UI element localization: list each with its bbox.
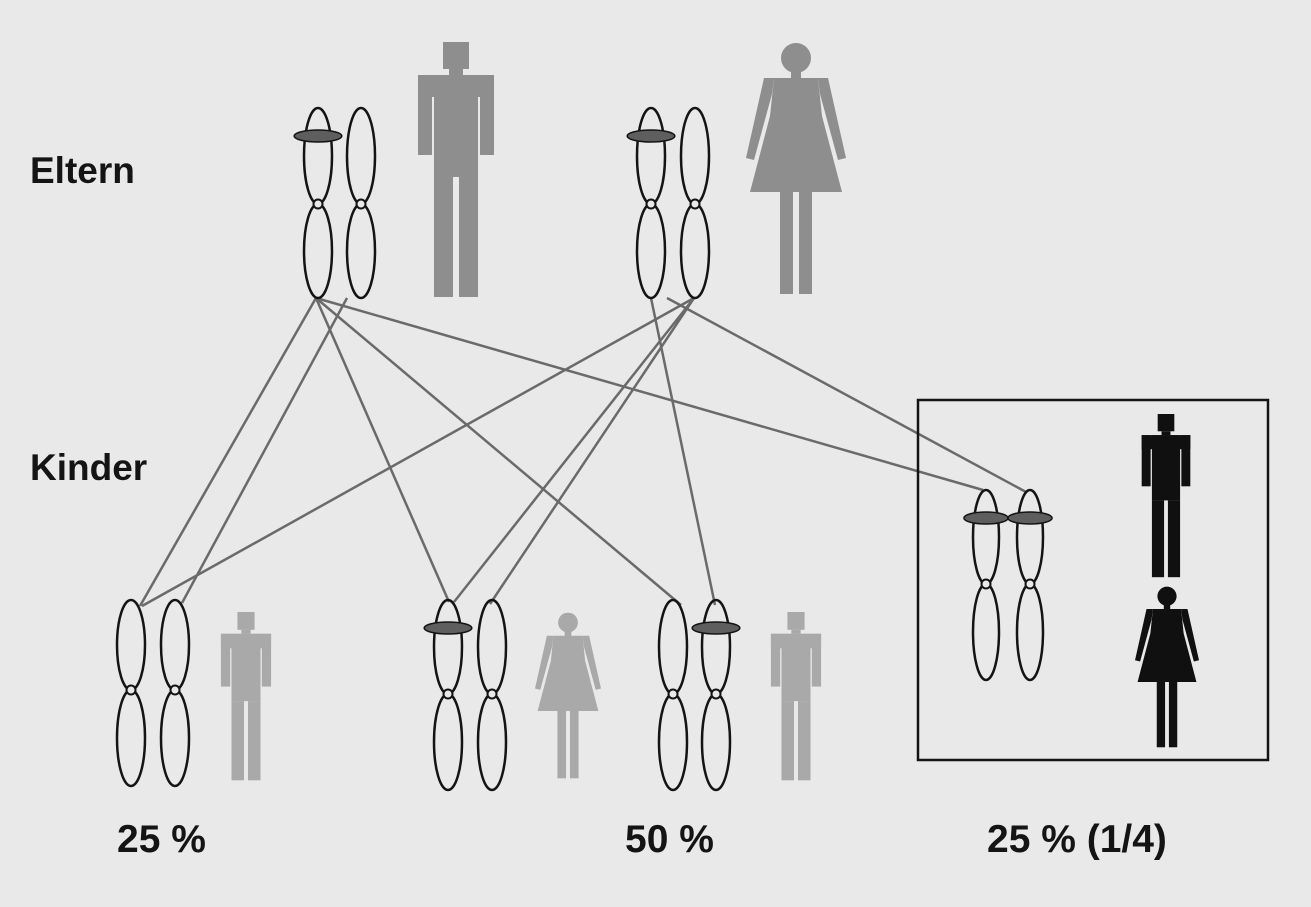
percentage-label: 50 % xyxy=(625,818,714,861)
gene-marker xyxy=(963,511,1009,525)
chromosome xyxy=(626,106,676,300)
inheritance-line xyxy=(649,297,717,606)
inheritance-line xyxy=(453,297,695,603)
chromosome xyxy=(1007,488,1053,682)
highlight-box xyxy=(916,398,1270,762)
chromosome xyxy=(115,598,147,788)
male-figure-icon xyxy=(418,42,494,297)
inheritance-lines xyxy=(138,296,1027,608)
chromosome xyxy=(963,488,1009,682)
inheritance-line xyxy=(141,296,695,608)
gene-marker xyxy=(423,621,473,635)
inheritance-line xyxy=(180,297,349,604)
chromosome xyxy=(159,598,191,788)
chromosome xyxy=(476,598,508,792)
inheritance-line xyxy=(666,296,1027,494)
children-label: Kinder xyxy=(30,447,148,488)
male-figure-icon xyxy=(220,612,272,781)
gene-marker xyxy=(293,129,343,143)
gene-marker xyxy=(626,129,676,143)
chromosome xyxy=(345,106,377,300)
chromosome xyxy=(691,598,741,792)
female-figure-icon xyxy=(746,43,846,294)
male-figure-icon xyxy=(1141,414,1191,578)
chromosome xyxy=(293,106,343,300)
female-figure-icon xyxy=(535,612,601,779)
inheritance-line xyxy=(488,297,696,605)
gene-marker xyxy=(691,621,741,635)
inheritance-line xyxy=(315,296,984,492)
female-figure-icon xyxy=(1135,586,1199,748)
percentage-label: 25 % (1/4) xyxy=(987,818,1167,861)
chromosome xyxy=(657,598,689,792)
chromosome xyxy=(679,106,711,300)
parents-label: Eltern xyxy=(30,150,135,191)
chromosome-group xyxy=(115,106,1053,792)
inheritance-line xyxy=(315,297,682,606)
inheritance-line xyxy=(314,297,451,603)
gene-marker xyxy=(1007,511,1053,525)
percentage-label: 25 % xyxy=(117,818,206,861)
chromosome xyxy=(423,598,473,792)
male-figure-icon xyxy=(770,612,822,781)
inheritance-line xyxy=(138,297,318,607)
